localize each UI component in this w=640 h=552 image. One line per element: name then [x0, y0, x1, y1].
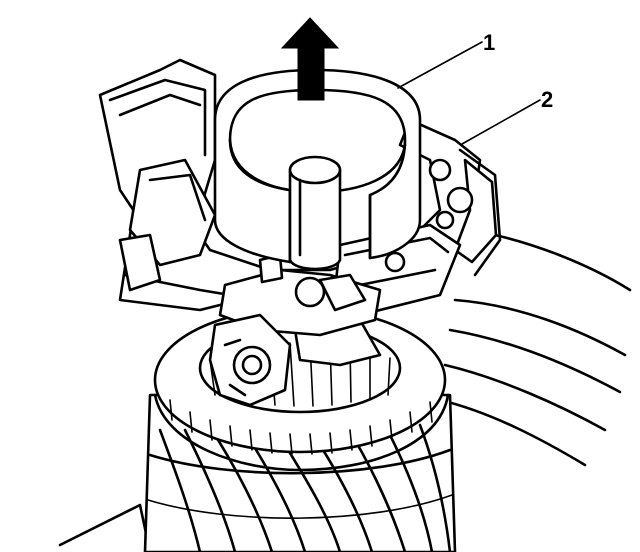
arrow-up-icon: [280, 17, 340, 101]
terminal-stud: [208, 313, 292, 407]
armature-shaft: [288, 155, 342, 271]
callout-label-1: 1: [483, 30, 495, 55]
callout-label-2: 2: [541, 87, 553, 112]
brush-holder-left: [98, 58, 217, 292]
callout-leaders: [397, 41, 541, 145]
leader-line-1: [397, 41, 483, 89]
leader-line-2: [461, 99, 541, 145]
